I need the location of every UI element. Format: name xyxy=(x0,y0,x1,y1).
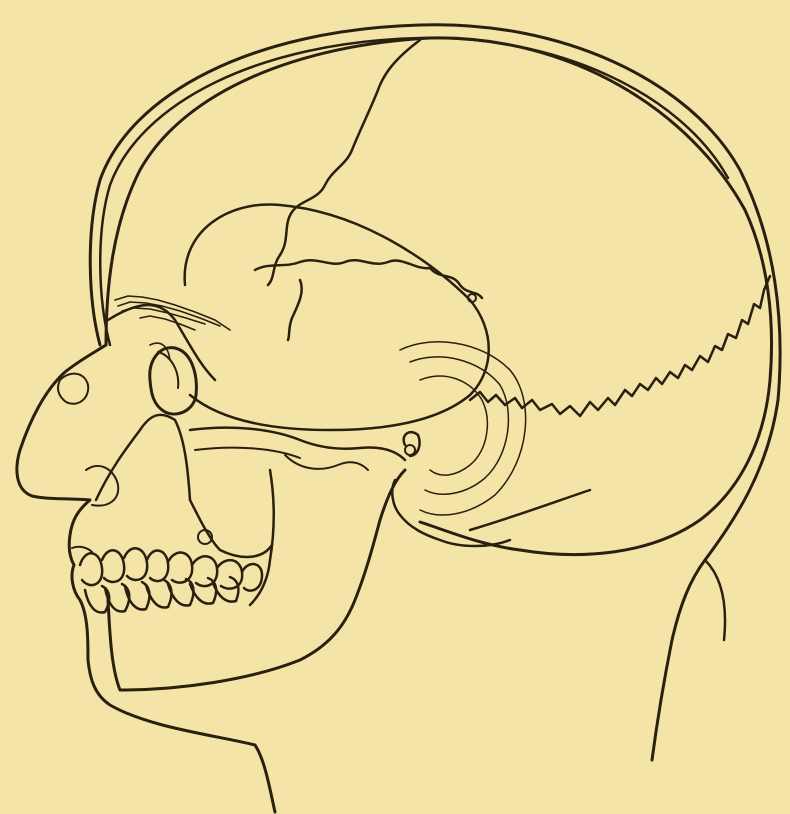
skull-head-illustration xyxy=(0,0,790,814)
skull-diagram-svg xyxy=(0,0,790,814)
